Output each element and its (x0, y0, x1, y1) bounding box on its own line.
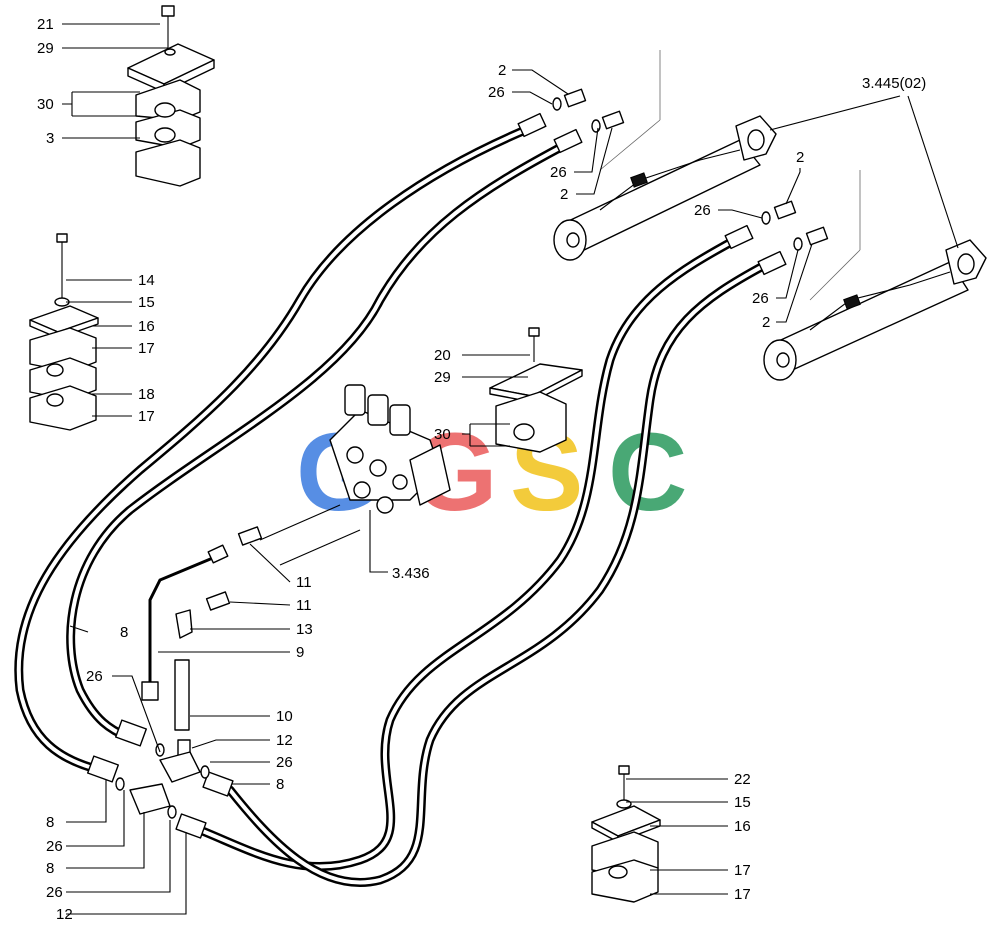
valve-reference: 3.436 (392, 565, 430, 582)
callout-26c: 26 (694, 202, 711, 219)
clamp-assembly-top (127, 5, 215, 187)
callout-26f: 26 (46, 838, 63, 855)
callout-3: 3 (46, 130, 54, 147)
callout-26h: 26 (86, 668, 103, 685)
callout-21: 21 (37, 16, 54, 33)
callout-17b: 17 (138, 408, 155, 425)
callout-12b: 8 (46, 860, 54, 877)
callout-26d: 26 (752, 290, 769, 307)
control-valve-block (329, 384, 451, 514)
clamp-assembly-right (591, 765, 661, 903)
callout-2d: 2 (762, 314, 770, 331)
callout-8d: 8 (120, 624, 128, 641)
callout-8c: 12 (56, 906, 73, 923)
callout-22: 22 (734, 771, 751, 788)
callout-18: 18 (138, 386, 155, 403)
hydraulic-cylinder-lower (763, 170, 987, 381)
callout-2b: 2 (560, 186, 568, 203)
callout-11b: 11 (296, 597, 312, 614)
cylinder-port-fittings (552, 88, 829, 251)
hose-end-fittings (87, 112, 787, 839)
callout-26a: 26 (488, 84, 505, 101)
cylinder-reference: 3.445(02) (862, 75, 926, 92)
callout-17: 17 (138, 340, 155, 357)
callout-13: 13 (296, 621, 313, 638)
callout-8a: 8 (276, 776, 284, 793)
callout-2c: 2 (796, 149, 804, 166)
callout-15: 15 (138, 294, 155, 311)
callout-16: 16 (138, 318, 155, 335)
callout-30b: 30 (434, 426, 451, 443)
callout-16b: 16 (734, 818, 751, 835)
callout-labels: 21 29 30 3 14 15 16 17 18 17 20 29 30 3.… (37, 16, 926, 923)
leader-lines (62, 23, 959, 915)
callout-15b: 15 (734, 794, 751, 811)
pipe-fittings (115, 504, 361, 819)
clamp-assembly-center (489, 327, 583, 453)
callout-26g: 26 (46, 884, 63, 901)
callout-11a: 11 (296, 574, 312, 591)
callout-8b: 8 (46, 814, 54, 831)
callout-30: 30 (37, 96, 54, 113)
callout-26e: 26 (276, 754, 293, 771)
callout-12a: 12 (276, 732, 293, 749)
hydraulic-cylinder-upper (553, 50, 777, 261)
callout-26b: 26 (550, 164, 567, 181)
callout-29: 29 (37, 40, 54, 57)
callout-20: 20 (434, 347, 451, 364)
clamp-assembly-left (29, 233, 99, 431)
callout-2a: 2 (498, 62, 506, 79)
callout-17c: 17 (734, 862, 751, 879)
callout-9: 9 (296, 644, 304, 661)
callout-14: 14 (138, 272, 155, 289)
hydraulic-hoses (14, 123, 770, 887)
callout-17d: 17 (734, 886, 751, 903)
callout-10: 10 (276, 708, 293, 725)
callout-29b: 29 (434, 369, 451, 386)
